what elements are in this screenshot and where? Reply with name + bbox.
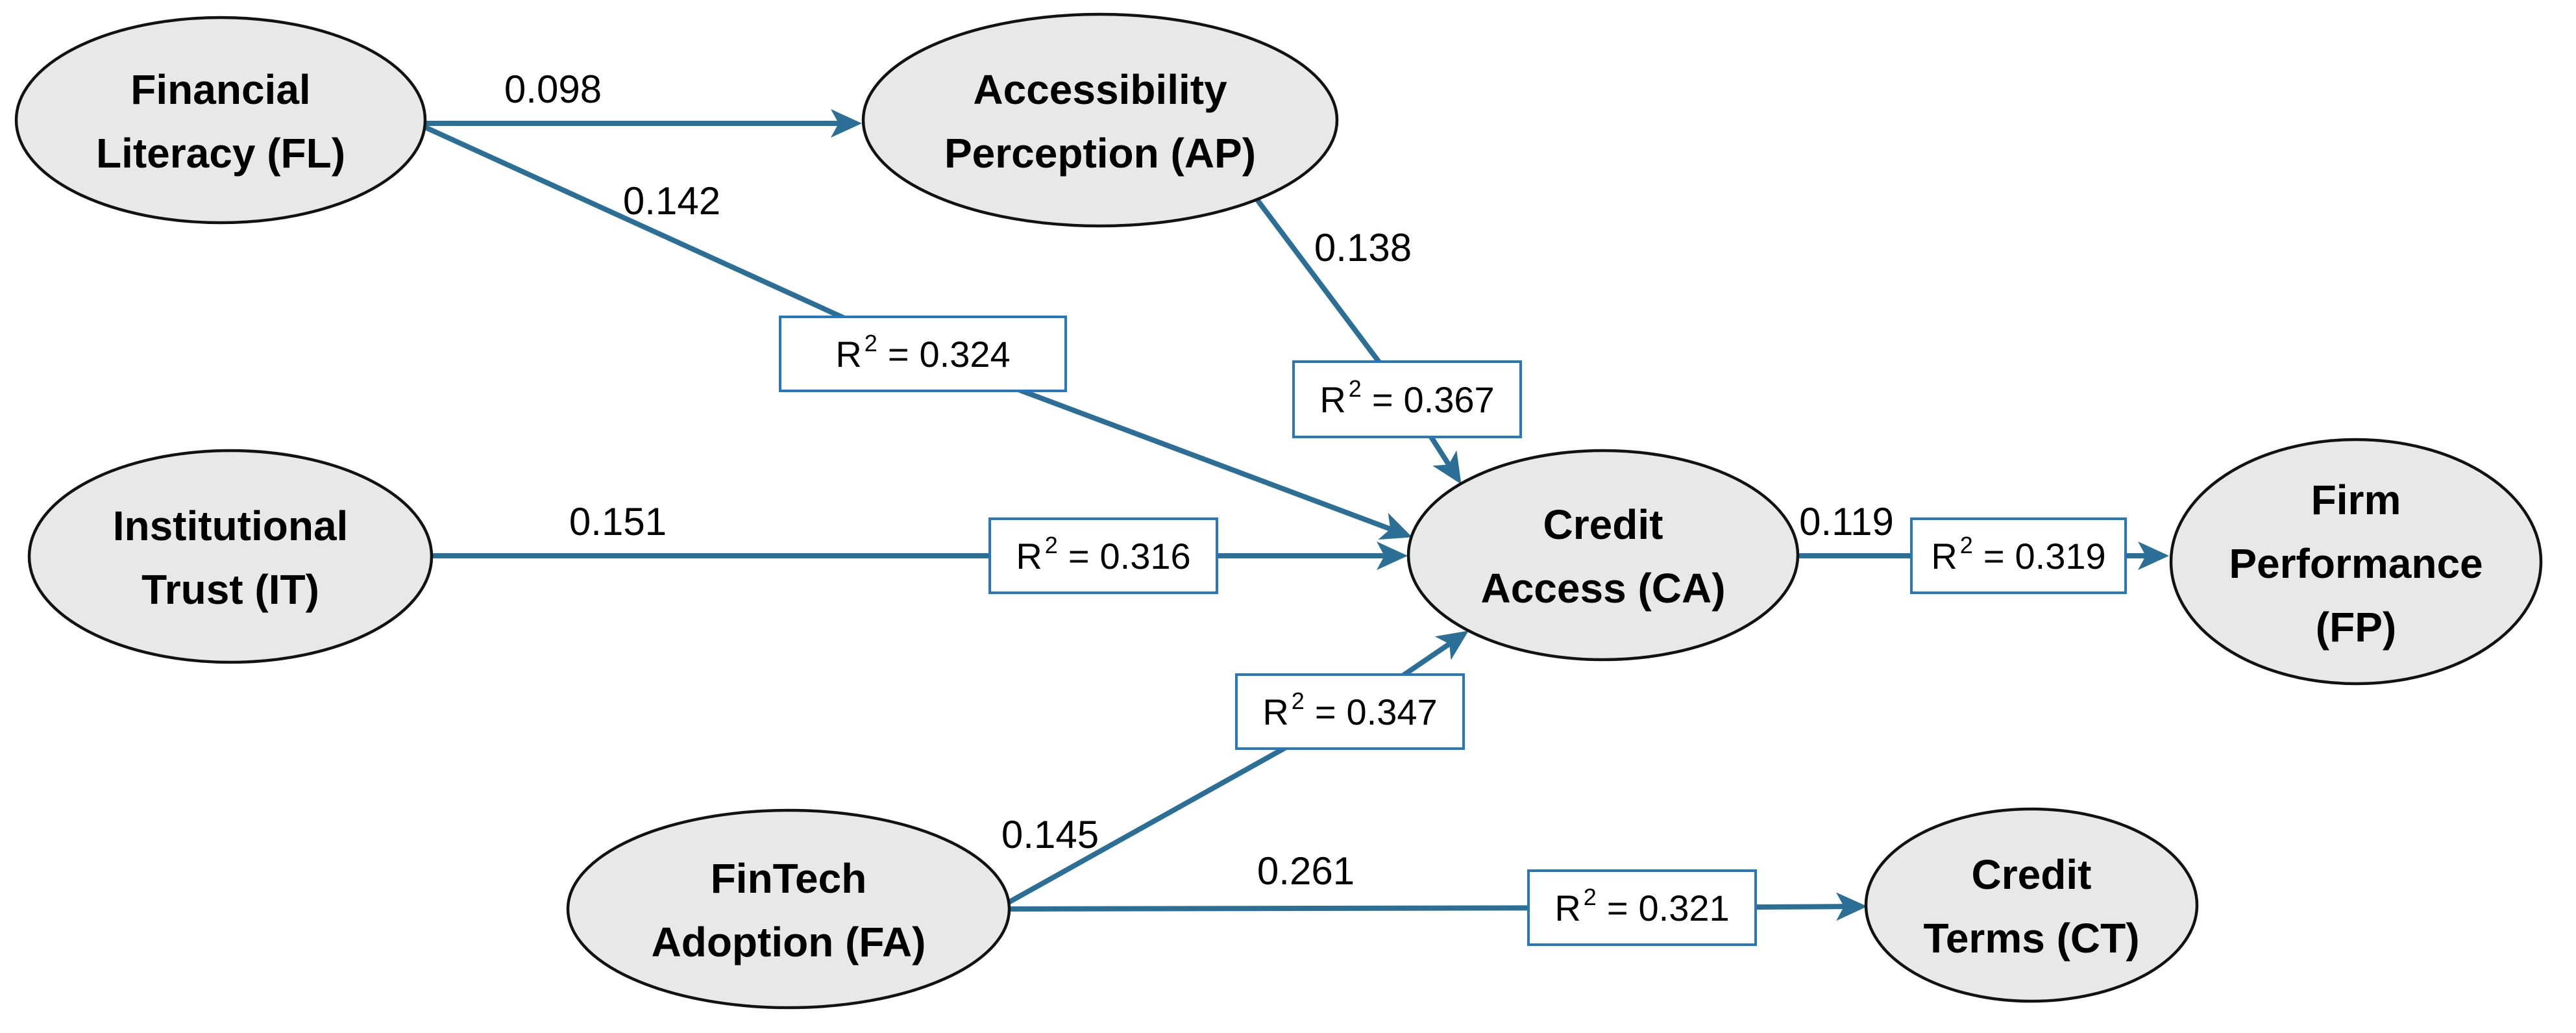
node-FA-ellipse	[566, 808, 1011, 1010]
coefficient-label-FA-CA: 0.145	[1001, 813, 1099, 856]
coefficient-label-FL-CA: 0.142	[623, 179, 720, 223]
node-FL-ellipse	[14, 16, 427, 225]
coefficient-label-AP-CA: 0.138	[1314, 226, 1412, 269]
node-FP-label-line-2: Performance	[2229, 540, 2483, 587]
r2-superscript-text: 2	[865, 330, 877, 356]
r2-equals-text: =	[1372, 379, 1393, 420]
node-AP-label-line-2: Perception (AP)	[944, 130, 1256, 177]
node-FL-label-line-1: Financial	[130, 66, 310, 113]
node-FA-label-line-2: Adoption (FA)	[652, 919, 926, 965]
r2-equals-text: =	[1607, 888, 1628, 928]
r-squared-box-AP-CA	[1292, 360, 1522, 438]
r-squared-box-CA-FP	[1910, 517, 2127, 594]
r2-equals-text: =	[888, 334, 909, 375]
coefficient-label-FA-CT: 0.261	[1257, 849, 1355, 893]
node-CA-label-line-2: Access (CA)	[1480, 565, 1725, 612]
r-squared-box-FL-CA	[779, 316, 1067, 392]
r2-superscript-text: 2	[1045, 532, 1058, 558]
r2-superscript-text: 2	[1349, 375, 1362, 402]
r2-base-text: R	[1931, 536, 1957, 577]
r-squared-box-FA-CT	[1527, 869, 1757, 946]
node-CT-label-line-1: Credit	[1972, 851, 2092, 898]
node-FP-label-line-3: (FP)	[2316, 604, 2396, 651]
node-FP-label-line-1: Firm	[2311, 477, 2401, 523]
r-squared-box-IT-CA	[988, 517, 1218, 594]
node-CT-ellipse	[1864, 807, 2199, 1003]
node-CA-label-line-1: Credit	[1543, 501, 1663, 548]
r2-base-text: R	[1319, 379, 1345, 420]
node-IT-ellipse	[27, 449, 434, 664]
r2-equals-text: =	[1315, 691, 1336, 732]
r2-value-text: 0.321	[1639, 888, 1730, 928]
r2-superscript-text: 2	[1292, 688, 1305, 714]
coefficient-label-CA-FP: 0.119	[1799, 500, 1894, 543]
coefficient-label-FL-AP: 0.098	[504, 68, 602, 111]
node-AP-ellipse	[861, 12, 1339, 228]
node-FL-label-line-2: Literacy (FL)	[96, 130, 345, 177]
r2-value-text: 0.324	[920, 334, 1011, 375]
r2-value-text: 0.347	[1347, 691, 1438, 732]
r2-base-text: R	[835, 334, 861, 375]
node-IT-label-line-1: Institutional	[113, 503, 349, 549]
node-FP-ellipse	[2169, 438, 2543, 686]
r2-equals-text: =	[1983, 536, 2005, 577]
node-CT-label-line-2: Terms (CT)	[1923, 915, 2139, 962]
r2-base-text: R	[1262, 691, 1288, 732]
r2-base-text: R	[1016, 536, 1042, 577]
node-AP-label-line-1: Accessibility	[973, 66, 1227, 113]
r2-value-text: 0.367	[1404, 379, 1495, 420]
r2-superscript-text: 2	[1584, 884, 1597, 910]
r2-superscript-text: 2	[1960, 532, 1973, 558]
r2-equals-text: =	[1068, 536, 1090, 577]
node-FA-label-line-1: FinTech	[711, 855, 867, 902]
r2-value-text: 0.316	[1100, 536, 1191, 577]
coefficient-label-IT-CA: 0.151	[569, 500, 667, 543]
r-squared-box-FA-CA	[1235, 673, 1465, 750]
node-CA-ellipse	[1406, 449, 1800, 662]
r2-base-text: R	[1554, 888, 1580, 928]
r2-value-text: 0.319	[2015, 536, 2106, 577]
node-IT-label-line-2: Trust (IT)	[141, 566, 319, 613]
